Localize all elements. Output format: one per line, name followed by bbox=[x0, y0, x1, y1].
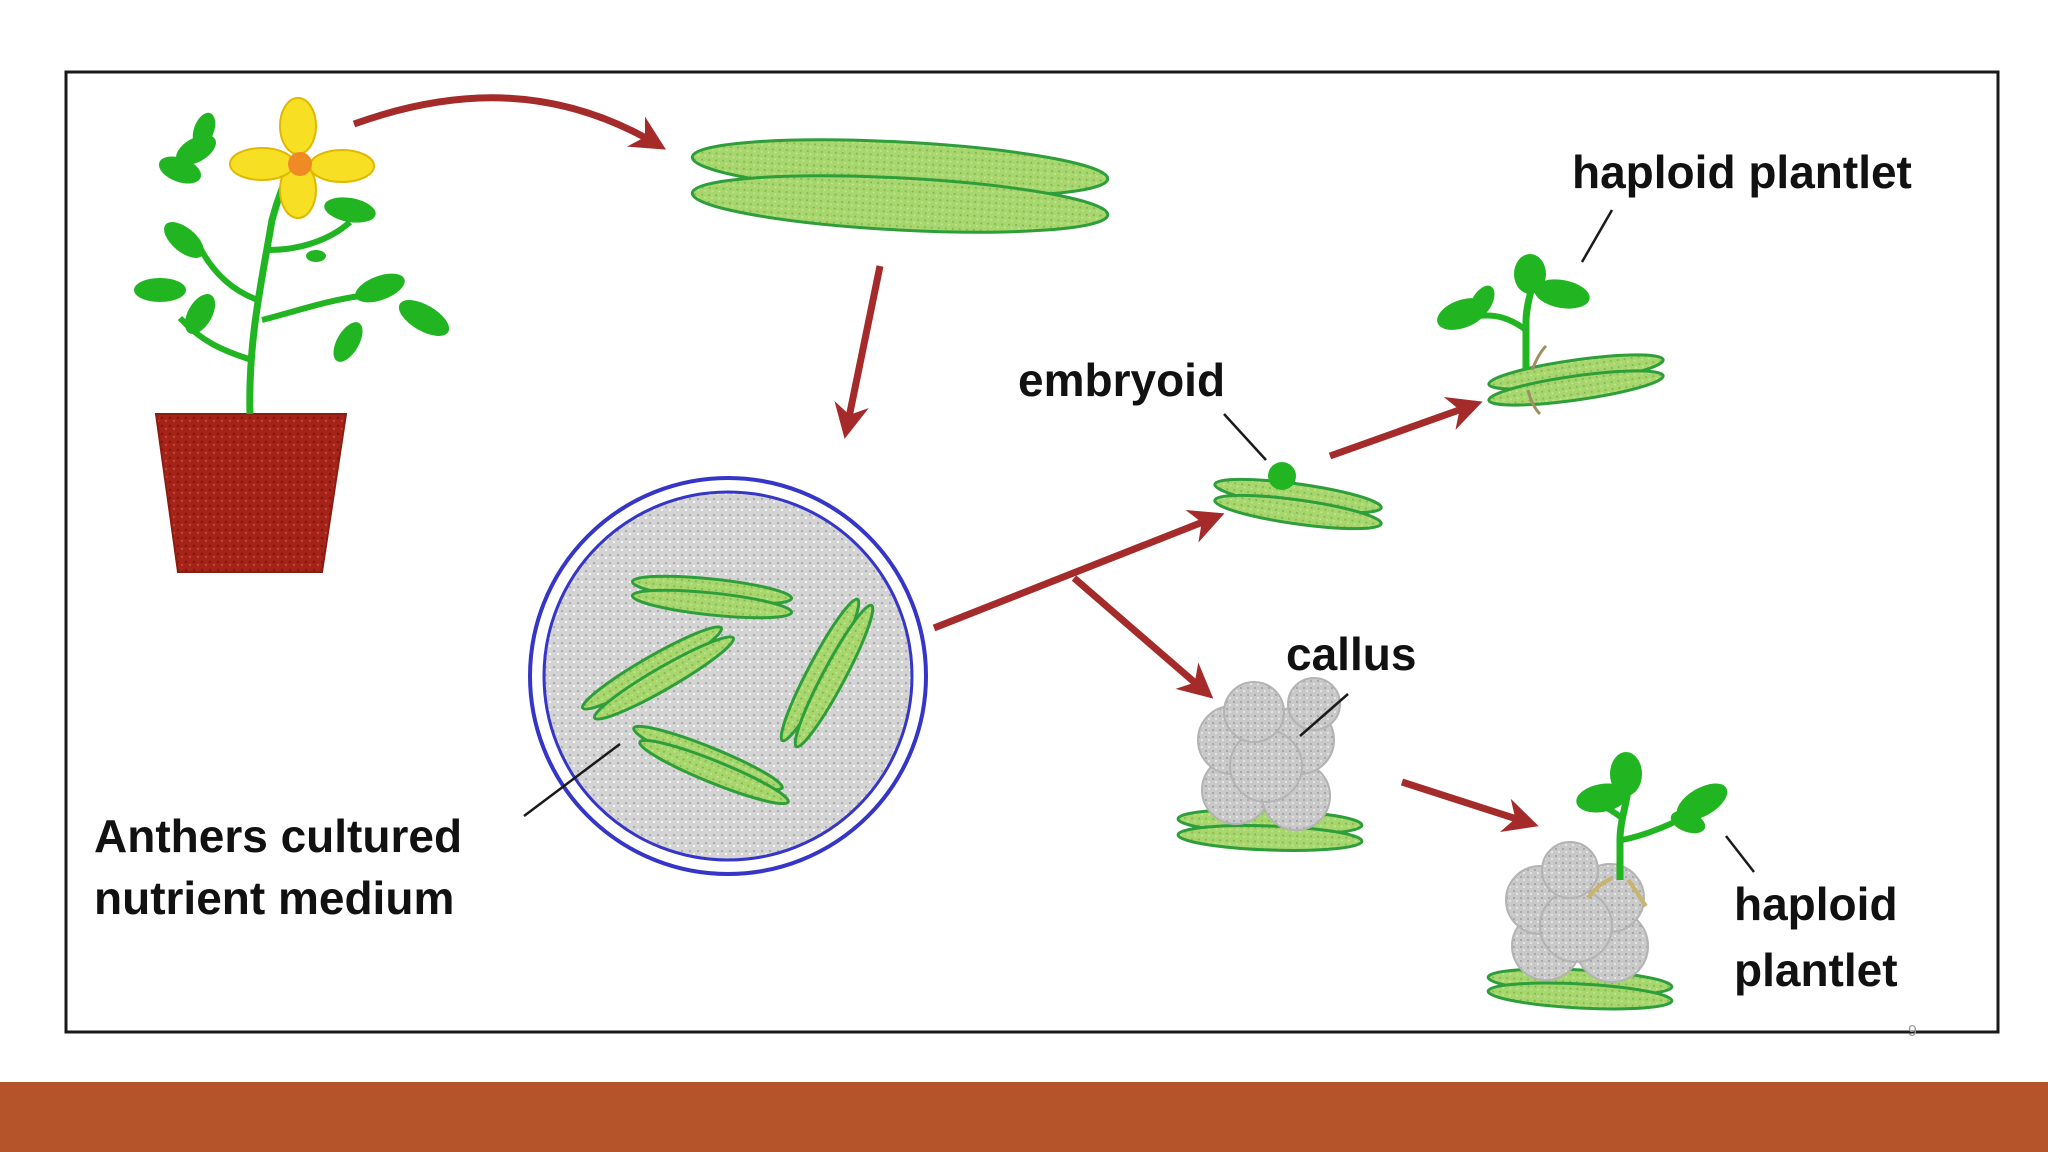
haploid-plantlet-icon bbox=[1437, 254, 1665, 416]
flow-arrow-icon bbox=[352, 94, 1539, 833]
arrow-callus-to-plantlet bbox=[1400, 778, 1539, 833]
label-callus: callus bbox=[1286, 628, 1416, 680]
leader-embryoid bbox=[1223, 413, 1267, 461]
arrow-branch-to-callus bbox=[1071, 575, 1214, 699]
excised-anthers-icon bbox=[690, 138, 1110, 234]
petri-dish-icon bbox=[528, 476, 928, 876]
leader-haploid-bottom bbox=[1725, 835, 1755, 873]
potted-flowering-plant-icon bbox=[134, 97, 450, 573]
label-embryoid: embryoid bbox=[1018, 354, 1225, 406]
label-haploid-plantlet-top: haploid plantlet bbox=[1572, 146, 1912, 198]
embryoid-icon bbox=[1213, 462, 1383, 531]
label-anthers-line1: Anthers cultured bbox=[94, 810, 462, 862]
label-haploid-bottom-line2: plantlet bbox=[1734, 944, 1898, 996]
footer-bar bbox=[0, 1082, 2048, 1152]
arrow-embryoid-to-plantlet bbox=[1328, 396, 1483, 460]
haploid-plantlet-on-callus-icon bbox=[1486, 752, 1728, 1011]
page-number: 9 bbox=[1908, 1023, 1917, 1040]
leader-callus bbox=[1299, 693, 1349, 737]
leader-lines bbox=[523, 209, 1755, 873]
arrow-plant-to-anthers bbox=[352, 94, 667, 150]
leader-anthers bbox=[523, 743, 621, 817]
arrow-dish-to-embryoid bbox=[932, 509, 1225, 632]
arrow-anthers-to-dish bbox=[834, 265, 884, 439]
label-anthers-line2: nutrient medium bbox=[94, 872, 454, 924]
leader-haploid-top bbox=[1580, 209, 1614, 263]
label-haploid-bottom-line1: haploid bbox=[1734, 878, 1898, 930]
callus-icon bbox=[1176, 677, 1364, 852]
